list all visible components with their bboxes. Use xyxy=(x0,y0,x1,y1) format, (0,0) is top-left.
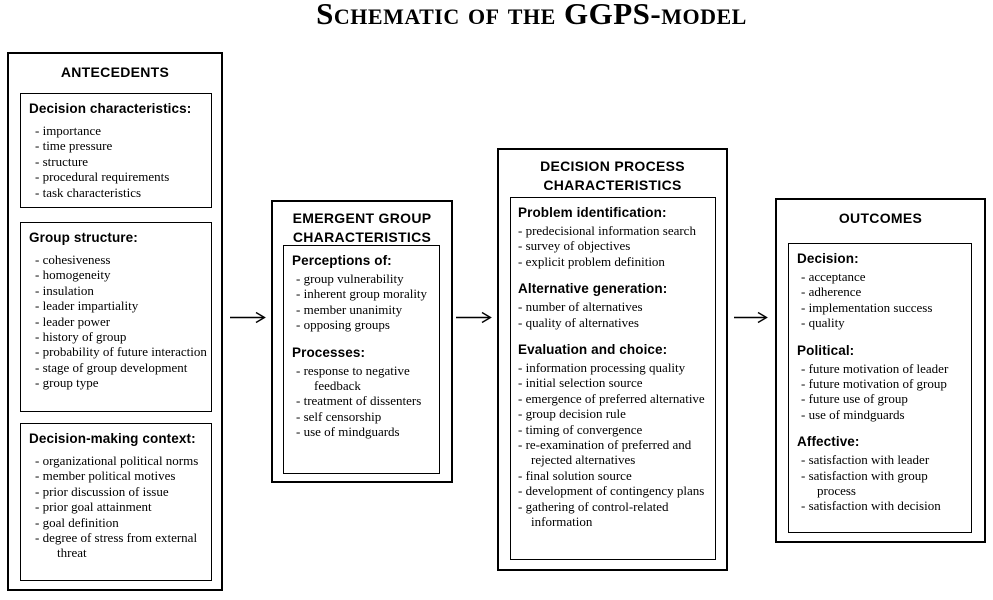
group-title: Affective: xyxy=(797,434,860,450)
list-item: - future motivation of leader xyxy=(801,360,949,376)
list-item: - procedural requirements xyxy=(35,169,170,185)
list-item: - group decision rule xyxy=(518,406,626,422)
diagram-title: Schematic of the GGPS-model xyxy=(316,0,747,31)
group-title: Decision: xyxy=(797,251,859,266)
list-item: - quality xyxy=(801,315,845,331)
list-item: - probability of future interaction xyxy=(35,344,207,360)
decision-making-context-inner-box: Decision-making context: - organizational… xyxy=(20,423,212,581)
list-item: - quality of alternatives xyxy=(518,314,639,330)
list-item: - use of mindguards xyxy=(801,406,905,422)
list-item: - final solution source xyxy=(518,467,632,483)
list-group: Decision-making context: - organizational… xyxy=(21,431,211,561)
arrow-right-icon xyxy=(230,311,266,324)
list-item: - initial selection source xyxy=(518,375,643,391)
group-title: Processes: xyxy=(292,344,366,360)
list-item: - history of group xyxy=(35,329,127,345)
list-item: - satisfaction with leader xyxy=(801,452,930,468)
list-group: Affective:- satisfaction with leader- sa… xyxy=(789,434,971,514)
list-group: Group structure: - cohesiveness- homogene… xyxy=(21,230,211,391)
group-title: Decision-making context: xyxy=(29,431,196,446)
list-item: - adherence xyxy=(801,284,862,300)
outcomes-box: OUTCOMES Decision: - acceptance- adherenc… xyxy=(775,198,986,543)
list-item: - prior discussion of issue xyxy=(35,483,169,499)
list-item: - survey of objectives xyxy=(518,238,631,254)
list-item: - future motivation of group xyxy=(801,376,947,392)
list-group: Perceptions of: - group vulnerability- in… xyxy=(284,253,439,333)
list-item: - member political motives xyxy=(35,468,176,484)
decision-characteristics-inner-box: Decision characteristics:- importance- t… xyxy=(20,93,212,208)
list-group: Alternative generation: - number of alter… xyxy=(511,281,715,330)
list-item: - degree of stress from external threat xyxy=(35,530,198,561)
list-item: - organizational political norms xyxy=(35,453,199,468)
list-item: - self censorship xyxy=(296,408,382,424)
list-item: - satisfaction with decision xyxy=(801,498,941,514)
list-item: - use of mindguards xyxy=(296,424,400,440)
list-item: - leader impartiality xyxy=(35,298,139,314)
list-item: - opposing groups xyxy=(296,317,390,333)
group-title: Perceptions of: xyxy=(292,253,392,268)
emergent-group-characteristics-box: EMERGENT GROUP CHARACTERISTICS Perceptio… xyxy=(271,200,453,483)
list-item: - emergence of preferred alternative xyxy=(518,390,705,406)
list-group: Processes: - response to negative feedbac… xyxy=(284,345,439,440)
decision-process-characteristics-box: DECISION PROCESS CHARACTERISTICS Problem… xyxy=(497,148,728,571)
list-item: - predecisional information search xyxy=(518,223,696,238)
list-group: Evaluation and choice: - information proc… xyxy=(511,342,715,529)
list-item: - task characteristics xyxy=(35,184,142,200)
group-title: Group structure: xyxy=(29,230,138,245)
list-item: - time pressure xyxy=(35,138,113,154)
list-item: - insulation xyxy=(35,282,94,298)
list-item: - treatment of dissenters xyxy=(296,393,422,409)
list-item: - prior goal attainment xyxy=(35,499,152,515)
list-item: - implementation success xyxy=(801,299,933,315)
list-item: - satisfaction with group process xyxy=(801,467,928,499)
list-item: - goal definition xyxy=(35,514,119,530)
list-item: - cohesiveness xyxy=(35,252,111,267)
group-title: Problem identification: xyxy=(518,205,667,220)
outcomes-header: OUTCOMES xyxy=(838,210,923,226)
antecedents-box: ANTECEDENTS Decision characteristics: - i… xyxy=(7,52,223,591)
list-item: - explicit problem definition xyxy=(518,253,665,269)
emergent-inner-box: Perceptions of: - group vulnerability- in… xyxy=(283,245,440,474)
list-item: - group vulnerability xyxy=(296,271,404,286)
group-title: Evaluation and choice: xyxy=(518,342,668,358)
list-item: - development of contingency plans xyxy=(518,483,705,499)
list-item: - acceptance xyxy=(801,269,866,284)
group-title: Decision characteristics: xyxy=(29,101,192,116)
group-title: Political: xyxy=(797,342,855,358)
list-item: - structure xyxy=(35,153,89,169)
group-title: Alternative generation: xyxy=(518,281,668,297)
list-group: Decision characteristics:- importance- t… xyxy=(21,101,211,200)
arrow-right-icon xyxy=(734,311,768,324)
list-group: Decision: - acceptance- adherence- implem… xyxy=(789,251,971,331)
list-item: - re-examination of preferred and reject… xyxy=(518,437,692,468)
list-item: - homogeneity xyxy=(35,267,111,283)
list-item: - number of alternatives xyxy=(518,299,643,315)
list-group: Political:- future motivation of leader-… xyxy=(789,343,971,423)
list-item: - information processing quality xyxy=(518,360,686,376)
group-structure-inner-box: Group structure: - cohesiveness- homogene… xyxy=(20,222,212,412)
list-item: - future use of group xyxy=(801,391,908,407)
list-item: - importance xyxy=(35,123,102,138)
list-group: Problem identification: - predecisional i… xyxy=(511,205,715,269)
arrow-right-icon xyxy=(456,311,492,324)
emergent-group-characteristics-header: EMERGENT GROUP CHARACTERISTICS xyxy=(292,210,432,245)
decision-process-characteristics-header: DECISION PROCESS CHARACTERISTICS xyxy=(540,158,685,193)
list-item: - timing of convergence xyxy=(518,421,643,437)
list-item: - stage of group development xyxy=(35,359,188,375)
antecedents-header: ANTECEDENTS xyxy=(60,64,170,80)
list-item: - response to negative feedback xyxy=(296,362,410,394)
list-item: - gathering of control-related informati… xyxy=(518,498,669,530)
decision-process-inner-box: Problem identification: - predecisional i… xyxy=(510,197,716,560)
list-item: - group type xyxy=(35,375,99,391)
list-item: - member unanimity xyxy=(296,301,403,317)
list-item: - leader power xyxy=(35,313,111,329)
outcomes-inner-box: Decision: - acceptance- adherence- implem… xyxy=(788,243,972,533)
list-item: - inherent group morality xyxy=(296,286,428,302)
